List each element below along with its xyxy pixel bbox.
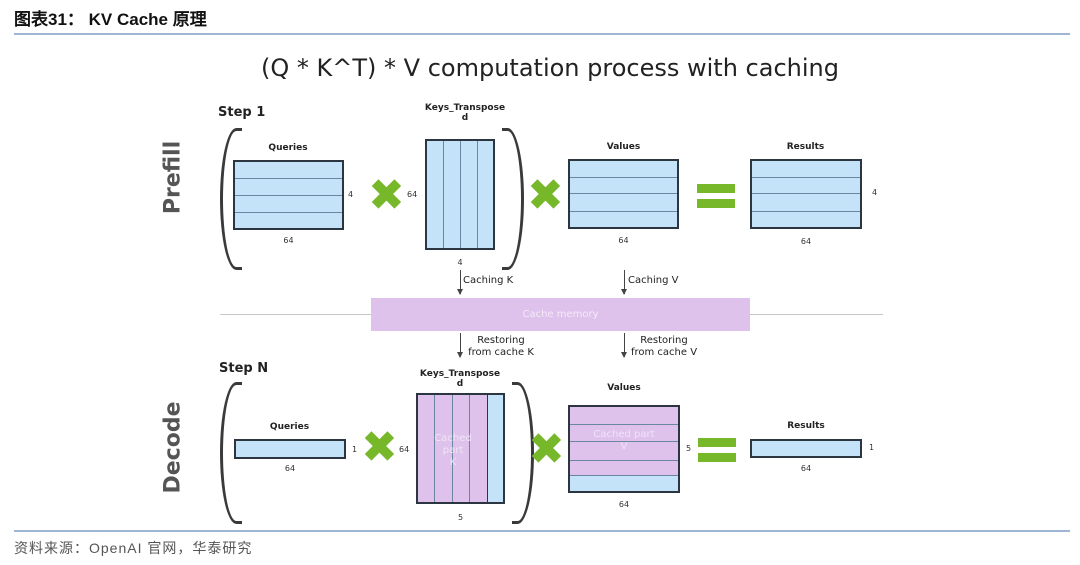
equals-icon <box>698 438 736 468</box>
restoring-k-line2: from cache K <box>468 347 534 358</box>
results-matrix <box>750 159 862 229</box>
decode-keys-transpose-matrix: Cached part K <box>416 393 505 504</box>
restoring-v-line2: from cache V <box>630 347 698 358</box>
decode-results-matrix <box>750 439 862 458</box>
decode-values-cols-dim: 64 <box>618 500 630 509</box>
values-matrix <box>568 159 679 229</box>
restoring-k-label: Restoring from cache K <box>465 335 537 359</box>
multiply-icon: ✖ <box>528 424 565 475</box>
decode-keys-rows-dim: 64 <box>399 445 410 454</box>
cached-part-v-text: Cached part V <box>593 429 655 452</box>
decode-keys-transpose-sublabel: d <box>456 379 464 389</box>
keys-transpose-matrix <box>425 139 495 250</box>
multiply-icon: ✖ <box>361 422 398 473</box>
multiply-icon: ✖ <box>527 170 564 221</box>
keys-transpose-label: Keys_Transpose <box>424 103 506 113</box>
prefill-phase-label: Prefill <box>160 140 186 215</box>
caching-v-arrow <box>621 270 627 295</box>
decode-keys-transpose-label: Keys_Transpose <box>419 369 501 379</box>
keys-cols-dim: 4 <box>457 258 463 267</box>
queries-matrix <box>233 160 344 230</box>
right-parenthesis <box>502 128 524 270</box>
restoring-v-label: Restoring from cache V <box>628 335 700 359</box>
top-divider <box>14 33 1070 35</box>
decode-results-cols-dim: 64 <box>800 464 812 473</box>
decode-step-label: Step N <box>219 361 269 376</box>
results-rows-dim: 4 <box>872 188 878 197</box>
decode-queries-cols-dim: 64 <box>284 464 296 473</box>
restoring-v-line1: Restoring <box>640 335 688 346</box>
values-cols-dim: 64 <box>618 236 629 245</box>
bottom-divider <box>14 530 1070 532</box>
keys-transpose-sublabel: d <box>461 113 469 123</box>
decode-queries-rows-dim: 1 <box>352 445 358 454</box>
queries-cols-dim: 64 <box>283 236 294 245</box>
cached-part-k-text: Cached part K <box>434 433 472 468</box>
cache-memory-block: Cache memory <box>371 298 750 331</box>
caching-k-label: Caching K <box>463 275 514 286</box>
multiply-icon: ✖ <box>368 170 405 221</box>
decode-values-label: Values <box>607 383 641 393</box>
results-cols-dim: 64 <box>800 237 812 246</box>
caching-v-label: Caching V <box>628 275 679 286</box>
decode-keys-cols-dim: 5 <box>457 513 464 522</box>
decode-values-rows-dim: 5 <box>686 444 692 453</box>
values-label: Values <box>606 142 641 152</box>
decode-queries-matrix <box>234 439 346 459</box>
prefill-step-label: Step 1 <box>218 105 266 120</box>
caching-k-arrow <box>457 270 463 295</box>
restoring-k-line1: Restoring <box>477 335 525 346</box>
source-note: 资料来源：OpenAI 官网，华泰研究 <box>14 540 253 556</box>
figure-title: 图表31： KV Cache 原理 <box>14 10 207 29</box>
queries-rows-dim: 4 <box>348 190 354 199</box>
equals-icon <box>697 184 735 214</box>
diagram-title: (Q * K^T) * V computation process with c… <box>261 54 839 82</box>
decode-phase-label: Decode <box>160 401 186 494</box>
decode-results-label: Results <box>787 421 825 431</box>
decode-results-rows-dim: 1 <box>869 443 875 452</box>
decode-values-matrix: Cached part V <box>568 405 680 493</box>
decode-queries-label: Queries <box>269 422 310 432</box>
queries-label: Queries <box>268 143 308 153</box>
keys-rows-dim: 64 <box>407 190 418 199</box>
restoring-k-arrow <box>457 333 463 358</box>
results-label: Results <box>786 142 825 152</box>
restoring-v-arrow <box>621 333 627 358</box>
